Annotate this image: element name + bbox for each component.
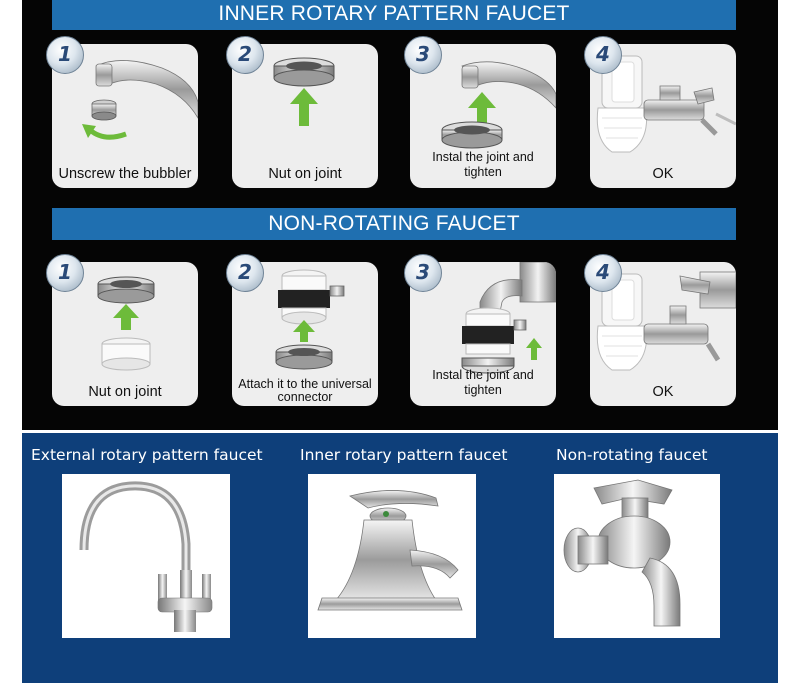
non-step-1-number-badge: 1 — [46, 254, 84, 292]
inner-step-1-number-badge: 1 — [46, 36, 84, 74]
inner-step-3-caption: Instal the joint and tighten — [432, 150, 534, 179]
non-step-3-caption: Instal the joint and tighten — [432, 368, 534, 397]
non-step-2-number-badge: 2 — [226, 254, 264, 292]
universal-connector-illustration — [275, 269, 345, 370]
inner-step-2-caption: Nut on joint — [268, 166, 342, 182]
inner-step-2-number-badge: 2 — [226, 36, 264, 74]
non-rotating-title: Non-rotating faucet — [556, 446, 708, 464]
nut-and-adapter-illustration — [97, 276, 155, 371]
inner-rotary-faucet-image — [308, 474, 476, 638]
non-step-1-caption: Nut on joint — [88, 384, 162, 400]
inner-step-1-caption: Unscrew the bubbler — [58, 166, 192, 182]
inner-step-3-number-badge: 3 — [404, 36, 442, 74]
non-step-2-card: Attach it to the universal connector — [232, 262, 378, 406]
inner-rotary-title: Inner rotary pattern faucet — [300, 446, 508, 464]
non-rotating-faucet-image — [554, 474, 720, 638]
tap-install-illustration — [461, 262, 556, 374]
faucet-unscrew-illustration — [82, 60, 198, 140]
bottom-divider — [22, 683, 778, 685]
install-joint-illustration — [441, 61, 556, 149]
inner-step-4-number-badge: 4 — [584, 36, 622, 74]
non-step-3-number-badge: 3 — [404, 254, 442, 292]
non-step-2-caption: Attach it to the universal connector — [238, 377, 372, 404]
external-rotary-faucet-image — [62, 474, 230, 638]
filter-installed-illustration — [596, 55, 736, 153]
nut-on-joint-illustration — [273, 57, 335, 126]
external-rotary-title: External rotary pattern faucet — [31, 446, 263, 464]
non-step-4-caption: OK — [652, 384, 674, 400]
non-rotating-banner: NON-ROTATING FAUCET — [52, 208, 736, 240]
non-step-4-number-badge: 4 — [584, 254, 622, 292]
inner-rotary-banner: INNER ROTARY PATTERN FAUCET — [52, 0, 736, 30]
inner-step-4-caption: OK — [652, 166, 674, 182]
